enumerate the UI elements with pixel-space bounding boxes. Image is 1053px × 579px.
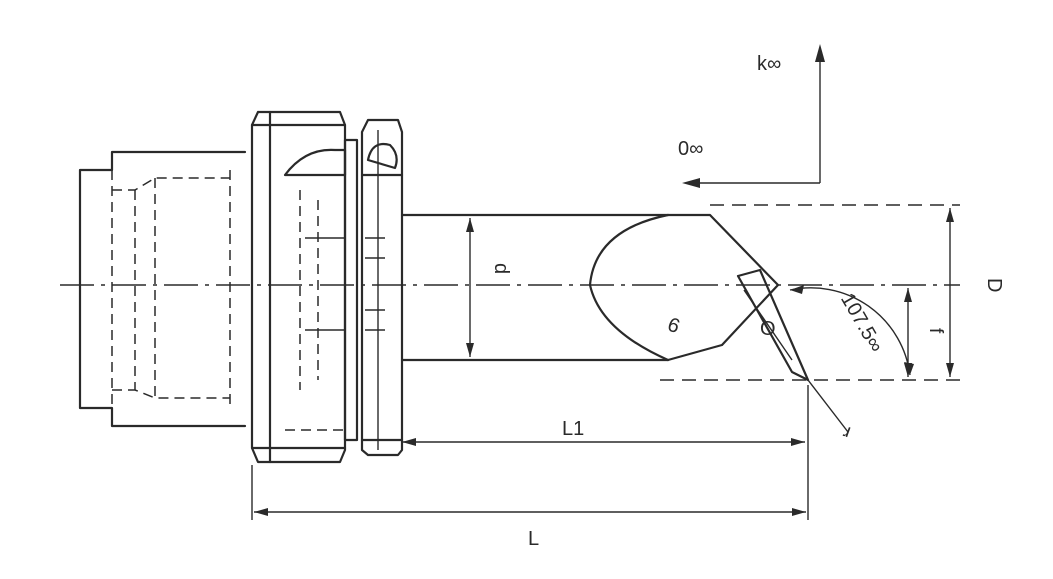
- label-lead-angle: 107.5∞: [836, 290, 887, 357]
- clamp-mark: 9: [665, 312, 683, 336]
- insert-mark: O: [760, 318, 776, 340]
- label-d: d: [490, 263, 512, 274]
- dimension-L1: [402, 385, 809, 520]
- label-gamma-angle: 0∞: [678, 138, 703, 160]
- lead-angle-arc: [789, 285, 914, 433]
- boring-bar-shaft: [400, 213, 780, 362]
- dimension-L: [251, 465, 806, 520]
- coupling-ring: [343, 118, 404, 457]
- dimension-d: [466, 218, 474, 357]
- holder-shank: [78, 150, 247, 428]
- label-kr-angle: k∞: [757, 53, 781, 75]
- label-L: L: [528, 528, 539, 550]
- flange-body: [250, 110, 347, 464]
- direction-arrows: [682, 44, 825, 188]
- label-f: f: [925, 328, 946, 334]
- label-D: D: [983, 278, 1005, 292]
- label-L1: L1: [562, 418, 584, 440]
- dimension-D: [660, 204, 960, 381]
